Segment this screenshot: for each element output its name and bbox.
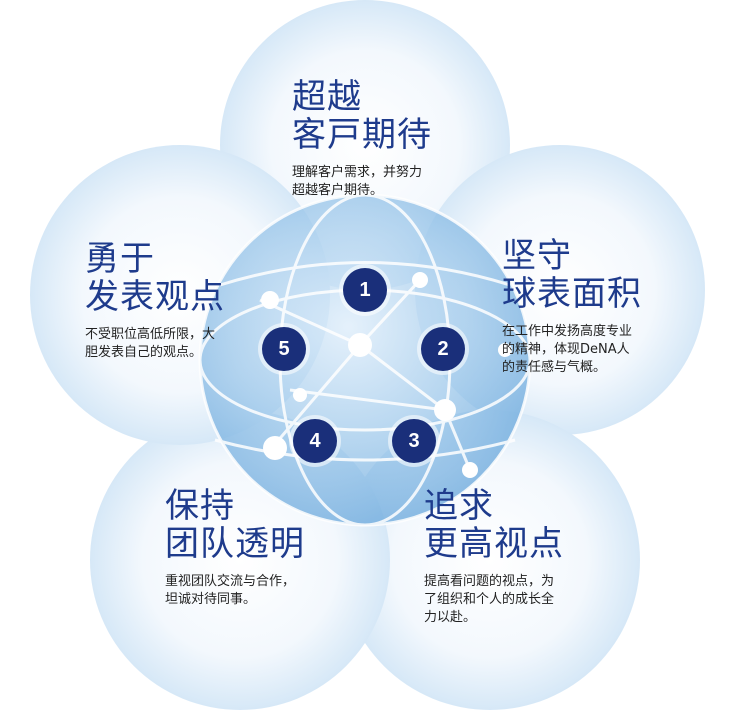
badge-2: 2 bbox=[421, 327, 465, 371]
value-title-4-line1: 保持 bbox=[165, 486, 235, 526]
value-title-5-line2: 发表观点 bbox=[85, 277, 225, 317]
value-panel-3: 追求 更高视点 提高看问题的视点，为 了组织和个人的成长全 力以赴。 bbox=[424, 487, 674, 627]
value-body-5: 不受职位高低所限，大 胆发表自己的观点。 bbox=[85, 327, 216, 360]
badge-4: 4 bbox=[293, 419, 337, 463]
badge-5: 5 bbox=[262, 327, 306, 371]
value-title-2-line1: 坚守 bbox=[502, 236, 572, 276]
value-panel-1: 超越 客戸期待 理解客户需求，并努力 超越客户期待。 bbox=[292, 78, 542, 200]
value-panel-4: 保持 团队透明 重视团队交流与合作， 坦诚对待同事。 bbox=[165, 487, 415, 609]
value-body-3: 提高看问题的视点，为 了组织和个人的成长全 力以赴。 bbox=[424, 574, 555, 625]
value-title-5-line1: 勇于 bbox=[85, 239, 155, 279]
value-title-1-line2: 客戸期待 bbox=[292, 115, 432, 155]
value-title-1-line1: 超越 bbox=[292, 77, 362, 117]
value-panel-2: 坚守 球表面积 在工作中发扬高度专业 的精神，体现DeNA人 的责任感与气概。 bbox=[502, 237, 730, 377]
badge-3: 3 bbox=[392, 419, 436, 463]
value-title-2-line2: 球表面积 bbox=[502, 274, 642, 314]
value-title-4-line2: 团队透明 bbox=[165, 524, 305, 564]
badge-1: 1 bbox=[343, 268, 387, 312]
value-body-2: 在工作中发扬高度专业 的精神，体现DeNA人 的责任感与气概。 bbox=[502, 324, 633, 375]
value-title-3-line2: 更高视点 bbox=[424, 524, 564, 564]
value-panel-5: 勇于 发表观点 不受职位高低所限，大 胆发表自己的观点。 bbox=[85, 240, 335, 362]
value-body-4: 重视团队交流与合作， 坦诚对待同事。 bbox=[165, 574, 296, 607]
value-title-3-line1: 追求 bbox=[424, 486, 494, 526]
value-body-1: 理解客户需求，并努力 超越客户期待。 bbox=[292, 165, 423, 198]
network-globe-icon bbox=[198, 193, 532, 527]
